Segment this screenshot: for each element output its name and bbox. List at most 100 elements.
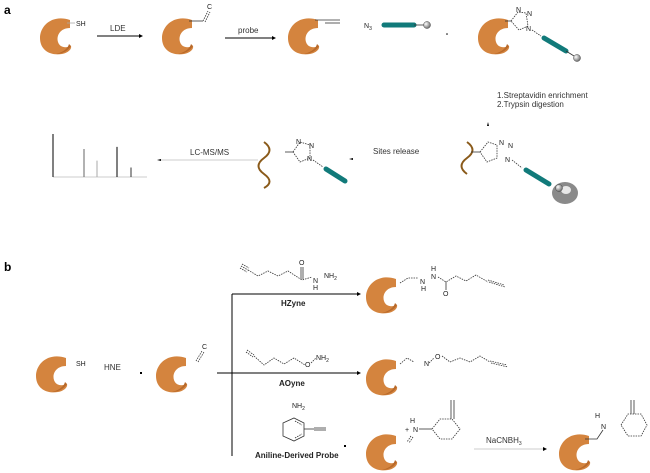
arrowhead-icon — [139, 34, 143, 38]
aniline-probe-label: Aniline-Derived Probe — [255, 451, 339, 460]
enrichment-step: 1.Streptavidin enrichment — [497, 91, 588, 100]
lcms-label: LC-MS/MS — [190, 148, 229, 157]
bond-line — [490, 362, 509, 368]
bond-line — [399, 357, 415, 365]
bond-line — [195, 350, 203, 362]
protein-icon — [36, 356, 68, 393]
arrowhead-icon — [157, 159, 161, 161]
bond-line — [487, 279, 505, 286]
h-label: H — [410, 418, 415, 425]
benzene-ring — [282, 417, 305, 442]
n-label: N — [420, 279, 425, 286]
o-label: O — [435, 354, 441, 361]
bond-line — [399, 277, 418, 284]
protein-icon — [478, 18, 510, 55]
protein-icon — [162, 18, 194, 55]
bond-line — [239, 267, 248, 273]
dot-icon — [446, 33, 448, 35]
bond-line — [240, 265, 249, 271]
bond-line — [202, 10, 209, 22]
n-label: N — [413, 427, 418, 434]
n-label: N — [313, 278, 318, 285]
bond-line — [253, 355, 306, 366]
biotin-bead-icon — [573, 54, 581, 62]
hzyne-product: N H H N O — [399, 266, 506, 298]
n-label: N — [424, 361, 429, 368]
sh-label: SH — [76, 361, 86, 368]
benzene-ring — [620, 413, 648, 437]
bond-line — [489, 360, 508, 366]
bond-line — [312, 159, 324, 168]
azide-label: N3 — [364, 23, 372, 32]
bond-line — [245, 351, 254, 358]
bond-line — [488, 281, 506, 288]
bond-line — [294, 433, 303, 439]
aoyne-structure: O NH2 — [245, 349, 329, 369]
protein-icon — [156, 356, 188, 393]
protein-icon — [366, 359, 398, 396]
protein-icon — [559, 434, 591, 471]
bond-line — [406, 435, 412, 443]
n-label: N — [526, 26, 531, 33]
h-label: H — [595, 413, 600, 420]
bond-line — [294, 420, 303, 426]
n-label: N — [431, 274, 436, 281]
linker-bar — [523, 167, 552, 187]
hzyne-label: HZyne — [281, 299, 306, 308]
protein-icon — [366, 434, 398, 471]
n-label: N — [508, 143, 513, 150]
bond-line — [197, 351, 205, 363]
carbonyl-label: C — [202, 344, 207, 351]
triazole-ring — [510, 11, 529, 31]
iminium-structure: H + N — [405, 400, 461, 444]
arrowhead-icon — [349, 158, 353, 160]
triazole-ring — [479, 141, 498, 163]
protein-icon — [288, 18, 320, 55]
probe-label: probe — [238, 26, 259, 35]
amine-product: H N — [585, 400, 648, 440]
nacnbh3-label: NaCNBH3 — [486, 436, 522, 447]
sh-label: SH — [76, 21, 86, 28]
benzene-ring — [431, 418, 461, 440]
bond-line — [531, 29, 542, 37]
n-label: N — [307, 156, 312, 163]
digestion-step: 2.Trypsin digestion — [497, 100, 564, 109]
peptide-helix — [460, 141, 474, 175]
linker-bar — [323, 166, 348, 184]
biotin-bead-icon — [423, 21, 431, 29]
bond-line — [204, 11, 211, 23]
nh2-label: NH2 — [292, 403, 305, 412]
bond-line — [241, 263, 250, 269]
bond-line — [408, 436, 414, 444]
bond-line — [310, 357, 317, 364]
aoyne-label: AOyne — [279, 379, 305, 388]
o-label: O — [443, 291, 449, 298]
h-label: H — [313, 285, 318, 292]
triazole-ring — [292, 141, 311, 163]
hne-label: HNE — [104, 363, 121, 372]
n-label: N — [527, 11, 532, 18]
dot-icon — [140, 372, 142, 374]
panel-a-label: a — [4, 3, 11, 17]
arrowhead-icon — [543, 447, 547, 451]
arrowhead-icon — [357, 292, 361, 296]
h-label: H — [421, 286, 426, 293]
hzyne-structure: O N H NH2 — [239, 260, 337, 292]
o-label: O — [305, 362, 311, 369]
protein-icon — [366, 277, 398, 314]
n-label: N — [499, 140, 504, 147]
bond-line — [247, 269, 313, 281]
panel-b-label: b — [4, 260, 11, 274]
bond-line — [246, 349, 255, 356]
bond-line — [428, 357, 435, 364]
nh2-label: NH2 — [324, 273, 337, 282]
arrowhead-icon — [487, 122, 489, 126]
bond-line — [437, 274, 489, 283]
dot-icon — [344, 445, 346, 447]
bond-line — [441, 355, 491, 363]
n-label: N — [601, 424, 606, 431]
ms-spectrum — [52, 134, 147, 178]
aniline-structure: NH2 — [282, 403, 326, 442]
aoyne-product: N O — [399, 354, 509, 368]
sites-release-label: Sites release — [373, 147, 420, 156]
